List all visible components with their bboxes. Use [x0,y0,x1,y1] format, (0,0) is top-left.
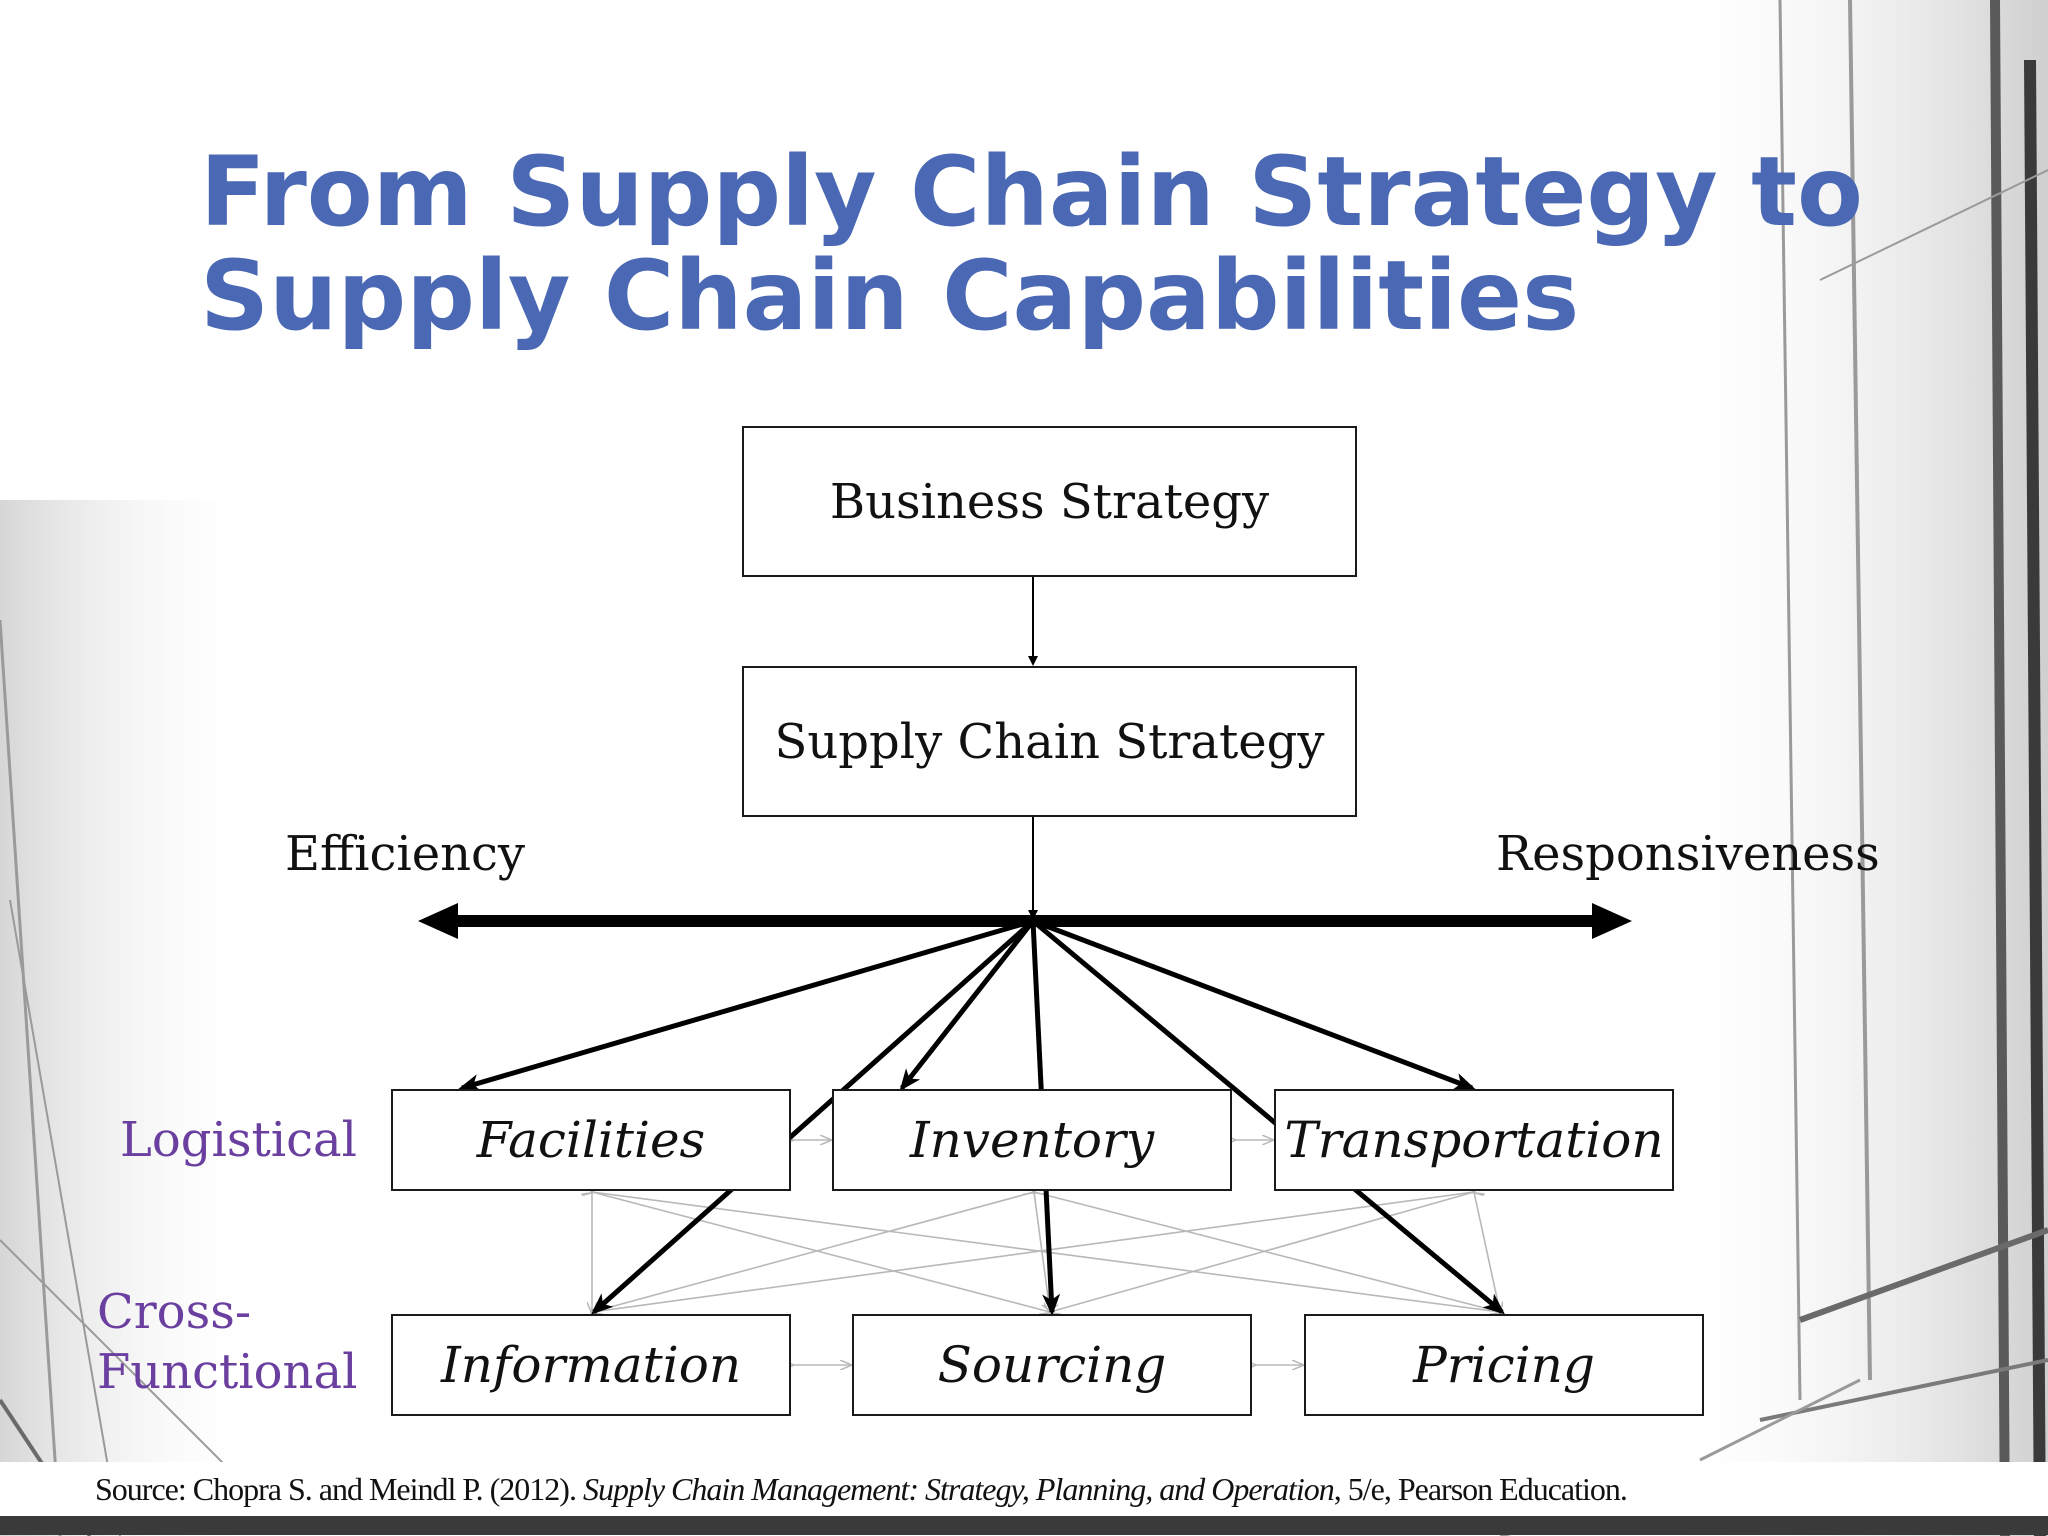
driver-box-facilities: Facilities [391,1089,791,1191]
row-label-logistical: Logistical [120,1112,357,1168]
supply-chain-strategy-label: Supply Chain Strategy [774,713,1325,770]
driver-box-transportation: Transportation [1274,1089,1674,1191]
row-label-cross-functional: Cross- Functional [97,1282,357,1402]
driver-arrows [458,918,1506,1316]
driver-box-pricing: Pricing [1304,1314,1704,1416]
arrow-to-transportation [1032,918,1476,1091]
arrow-to-inventory [899,919,1035,1092]
faint-link [1474,1192,1500,1312]
business-strategy-box: Business Strategy [742,426,1357,577]
axis-arrowhead-right [1592,903,1632,939]
supply-chain-strategy-box: Supply Chain Strategy [742,666,1357,817]
axis-label-efficiency: Efficiency [285,826,526,882]
source-suffix: , 5/e, Pearson Education. [1333,1471,1628,1507]
arrow-to-information [591,919,1035,1315]
driver-label-transportation: Transportation [1284,1111,1664,1169]
row-label-cross-functional-line-2: Functional [97,1344,358,1400]
driver-label-pricing: Pricing [1413,1336,1595,1394]
arrow-to-facilities [458,918,1034,1092]
driver-box-information: Information [391,1314,791,1416]
driver-interconnections [592,1140,1500,1365]
driver-box-inventory: Inventory [832,1089,1232,1191]
axis-label-responsiveness: Responsiveness [1496,826,1880,882]
business-strategy-label: Business Strategy [829,473,1270,530]
slide-title-line-1: From Supply Chain Strategy to [200,136,1863,248]
axis-arrowhead-left [418,903,458,939]
row-label-cross-functional-line-1: Cross- [97,1284,252,1340]
source-citation: Source: Chopra S. and Meindl P. (2012). … [0,1462,2048,1516]
slide-title-line-2: Supply Chain Capabilities [200,240,1580,352]
source-book-title: Supply Chain Management: Strategy, Plann… [582,1471,1335,1507]
driver-label-facilities: Facilities [476,1111,706,1169]
faint-link [1050,1192,1474,1312]
source-prefix: Source: Chopra S. and Meindl P. (2012). [95,1471,583,1507]
slide-title: From Supply Chain Strategy to Supply Cha… [200,140,1900,348]
driver-label-inventory: Inventory [909,1111,1155,1169]
driver-box-sourcing: Sourcing [852,1314,1252,1416]
arrow-to-pricing [1031,919,1506,1315]
driver-label-information: Information [440,1336,742,1394]
driver-label-sourcing: Sourcing [937,1336,1167,1394]
